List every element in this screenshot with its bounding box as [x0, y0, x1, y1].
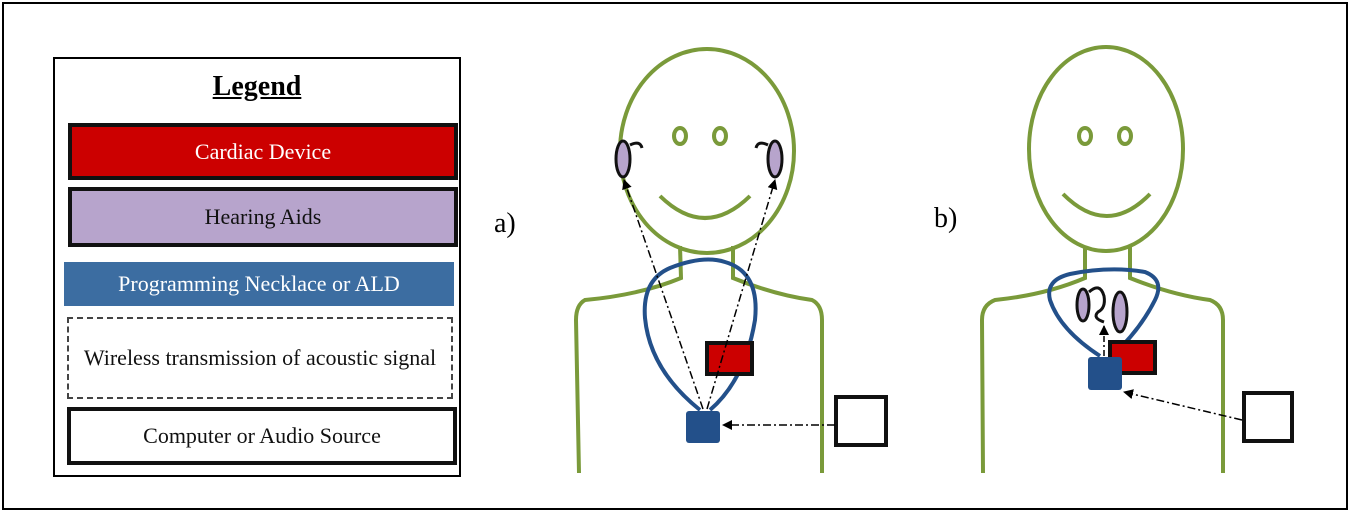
hearing-aid-right-hook [754, 141, 769, 149]
audio-source-box [834, 395, 888, 447]
hearing-aid-left [614, 139, 632, 179]
hearing-aid-left [1075, 287, 1091, 323]
eye-right [1117, 126, 1133, 146]
necklace-pendant [1088, 357, 1122, 390]
hearing-aid-left-hook [629, 141, 644, 149]
hearing-aid-right [1111, 290, 1129, 334]
legend-item-cardiac-device: Cardiac Device [68, 123, 458, 180]
legend-box: Legend Cardiac Device Hearing Aids Progr… [53, 57, 461, 477]
necklace-pendant [686, 411, 720, 443]
wireless-path-right [706, 179, 778, 410]
hearing-aid-wire [1087, 286, 1106, 324]
eye-left [1077, 126, 1093, 146]
wireless-path-source [1123, 389, 1243, 421]
eye-right [712, 126, 728, 146]
left-shoulder-outline [979, 246, 1087, 474]
hearing-aid-right [766, 139, 784, 179]
panel-a-label: a) [494, 208, 516, 239]
right-shoulder-outline [1128, 246, 1225, 473]
legend-item-wireless-transmission: Wireless transmission of acoustic signal [67, 317, 453, 399]
smile [658, 194, 752, 220]
panel-b-label: b) [934, 203, 958, 234]
eye-left [672, 126, 688, 146]
smile [1061, 192, 1152, 218]
audio-source-box [1242, 391, 1294, 443]
legend-item-hearing-aids: Hearing Aids [68, 187, 458, 247]
head-outline [1027, 45, 1185, 253]
left-shoulder-outline [573, 245, 684, 474]
cardiac-device [705, 341, 754, 376]
legend-title: Legend [212, 71, 302, 102]
panel-a-figure [573, 47, 888, 474]
panel-b-figure [979, 45, 1294, 474]
legend-item-computer-audio-source: Computer or Audio Source [67, 407, 457, 465]
legend-item-programming-necklace: Programming Necklace or ALD [64, 262, 454, 306]
necklace-loop [1047, 267, 1161, 358]
